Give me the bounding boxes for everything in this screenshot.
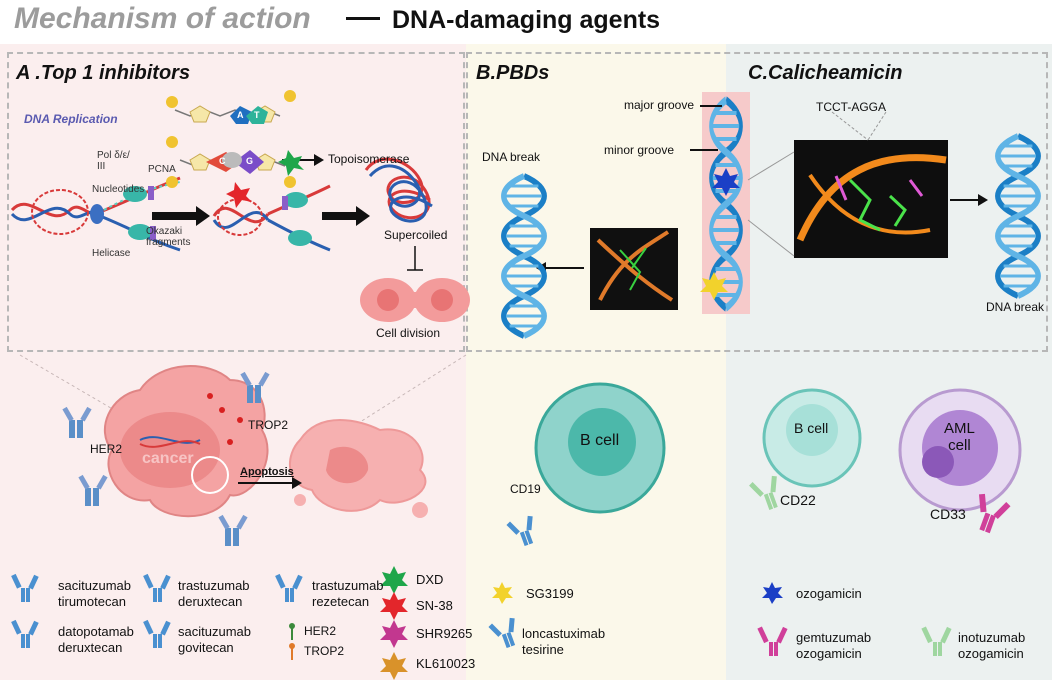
cd22-b-cell (762, 388, 862, 488)
legend-her2: HER2 (304, 624, 337, 638)
ozogamicin-star-icon (762, 582, 783, 604)
dividing-cell (360, 278, 470, 322)
panel-a-dashed-box (7, 52, 465, 352)
inotuzumab-adc (749, 475, 778, 510)
dna-break-label-c: DNA break (986, 300, 1045, 314)
legend-drug-3: trastuzumab rezetecan (312, 578, 384, 609)
page-title: Mechanism of action (14, 2, 311, 35)
legend-drug-4: datopotamab deruxtecan (58, 624, 134, 655)
base-letter-g: G (246, 156, 254, 166)
her2-label: HER2 (90, 442, 123, 456)
base-a-shape (230, 106, 252, 124)
payload-shr9265-icon (380, 620, 408, 648)
arrow-1 (152, 206, 210, 226)
panel-b-title: B.PBDs (476, 62, 550, 84)
base-letter-t: T (254, 110, 260, 120)
payload-star-b (278, 150, 304, 176)
apoptosis-label: Apoptosis (240, 466, 294, 478)
legend-payload-dxd: DXD (416, 572, 444, 587)
payload-star-a (226, 182, 252, 208)
apoptotic-cell (288, 419, 428, 518)
trop2-label: TROP2 (248, 418, 289, 432)
legend-payload-sn38: SN-38 (416, 598, 453, 613)
legend-gemtuzumab: gemtuzumab ozogamicin (796, 630, 872, 661)
pbd-payload-star (712, 168, 740, 196)
legend-ozogamicin: ozogamicin (796, 586, 862, 601)
helicase-label: Helicase (92, 248, 131, 259)
minor-groove-label: minor groove (604, 143, 675, 157)
aml-cell-label: AML cell (944, 420, 975, 454)
pcna-label: PCNA (148, 164, 176, 175)
panel-c-title: C.Calicheamicin (748, 62, 903, 84)
inotuzumab-legend-icon (921, 626, 952, 656)
her2-adc-icon (62, 406, 92, 438)
loncastuximab-legend-icon (487, 615, 524, 652)
cd22-bcell-label: B cell (794, 420, 829, 436)
payload-sn38-icon (380, 592, 408, 620)
legend-trop2: TROP2 (304, 644, 345, 658)
payload-kl610023-icon (380, 652, 408, 680)
cali-broken-dna (998, 136, 1039, 296)
panel-a-title: A .Top 1 inhibitors (16, 62, 191, 84)
sacituzumab-govitecan-icon (143, 619, 171, 648)
b-cell-label: B cell (580, 432, 620, 449)
cancer-label: cancer (142, 450, 194, 467)
legend-payload-shr9265: SHR9265 (416, 626, 473, 641)
pbd-broken-dna (504, 176, 545, 336)
pbd-payload-star-2 (700, 272, 728, 300)
cd33-label: CD33 (930, 506, 966, 522)
trastuzumab-rezetecan-icon (275, 573, 303, 602)
datopotamab-deruxtecan-icon (11, 619, 39, 648)
arrow-2 (322, 206, 370, 226)
cd19-label: CD19 (510, 482, 541, 496)
legend-payload-kl610023: KL610023 (416, 656, 476, 671)
pol-label: Pol δ/ε/ III (97, 150, 130, 172)
topoisomerase-label: Topoisomerase (328, 152, 410, 166)
base-t-shape (246, 106, 268, 124)
page-subtitle: DNA-damaging agents (392, 6, 661, 34)
legend-sg3199: SG3199 (526, 586, 574, 601)
sequence-label: TCCT-AGGA (816, 100, 887, 114)
cd22-label: CD22 (780, 492, 816, 508)
payload-dxd-icon (380, 566, 408, 594)
trastuzumab-deruxtecan-icon (143, 573, 171, 602)
legend-drug-1: sacituzumab tirumotecan (58, 578, 131, 609)
her2-adc-icon-2 (78, 474, 108, 506)
aml-cell (898, 388, 1022, 512)
replication-fork-2 (212, 184, 331, 252)
trop2-adc-icon-2 (218, 514, 248, 546)
loncastuximab-adc (505, 513, 542, 550)
sacituzumab-tirumotecan-icon (11, 573, 39, 602)
gemtuzumab-adc (978, 493, 1011, 534)
legend-drug-2: trastuzumab deruxtecan (178, 578, 250, 609)
base-letter-a: A (237, 110, 244, 120)
major-groove-label: major groove (624, 98, 695, 112)
legend-loncastuximab: loncastuximab tesirine (522, 626, 606, 657)
supercoiled-label: Supercoiled (384, 228, 448, 242)
dna-replication-label: DNA Replication (24, 112, 118, 126)
supercoiled-dna (364, 157, 433, 223)
base-letter-c: C (219, 156, 226, 166)
panel-bc-dashed-box (466, 52, 1048, 352)
gemtuzumab-legend-icon (757, 626, 788, 656)
cancer-cell (103, 365, 269, 518)
okazaki-label: Okazaki fragments (146, 226, 191, 248)
trop2-marker-icon (289, 643, 295, 660)
legend-inotuzumab: inotuzumab ozogamicin (958, 630, 1026, 661)
b-cell (534, 382, 666, 514)
panel-b-background (466, 44, 726, 680)
cell-division-label: Cell division (376, 326, 441, 340)
nucleotides-label: Nucleotides (92, 184, 145, 195)
dna-break-label-b: DNA break (482, 150, 541, 164)
legend-drug-5: sacituzumab govitecan (178, 624, 251, 655)
her2-marker-icon (289, 623, 295, 640)
nucleotide-chain (166, 90, 296, 188)
title-dash (346, 17, 380, 20)
sg3199-star-icon (492, 582, 513, 604)
